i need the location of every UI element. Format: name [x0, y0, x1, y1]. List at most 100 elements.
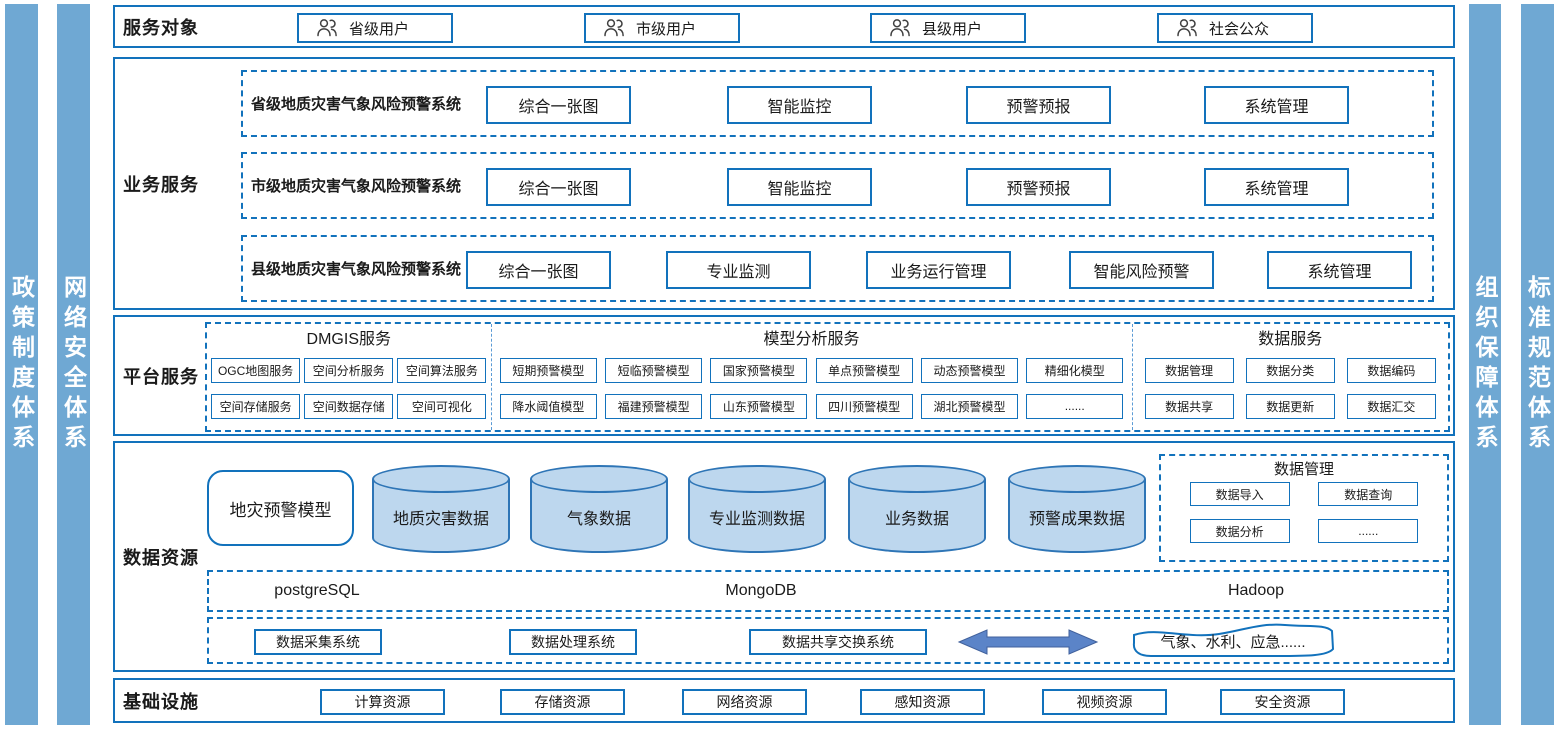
platform-item: 降水阈值模型	[499, 393, 597, 419]
sidebar-policy-system: 政策制度体系	[5, 4, 38, 725]
user-label: 县级用户	[922, 20, 983, 38]
group-title: 模型分析服务	[763, 331, 860, 348]
cylinder-top	[688, 465, 826, 493]
infrastructure-section: 基础设施 计算资源 存储资源 网络资源 感知资源 视频资源 安全资源	[113, 678, 1455, 723]
infra-item: 存储资源	[500, 689, 625, 715]
platform-services-section: 平台服务 DMGIS服务 OGC地图服务 空间分析服务 空间算法服务 空间存储服…	[113, 315, 1455, 436]
infra-item: 安全资源	[1220, 689, 1345, 715]
data-management-box: 数据管理 数据导入 数据查询 数据分析 ......	[1159, 454, 1449, 562]
business-item: 系统管理	[1204, 86, 1349, 124]
user-box-province: 省级用户	[297, 13, 453, 43]
disaster-warning-model-box: 地灾预警模型	[207, 470, 354, 546]
sidebar-label: 政策制度体系	[8, 274, 35, 455]
db-name-hadoop: Hadoop	[1227, 582, 1285, 599]
cylinder-label: 气象数据	[566, 511, 631, 528]
infra-item: 网络资源	[682, 689, 807, 715]
platform-item: ......	[1026, 393, 1124, 419]
business-row-county: 县级地质灾害气象风险预警系统 综合一张图 专业监测 业务运行管理 智能风险预警 …	[241, 235, 1434, 302]
platform-item: 单点预警模型	[815, 358, 913, 384]
group-title: DMGIS服务	[306, 331, 391, 348]
business-item: 智能监控	[727, 86, 872, 124]
system-box-collect: 数据采集系统	[254, 629, 382, 655]
platform-item: 数据管理	[1144, 358, 1234, 384]
user-label: 省级用户	[349, 20, 410, 38]
platform-item: 空间算法服务	[397, 358, 487, 384]
business-item: 综合一张图	[486, 86, 631, 124]
business-item: 预警预报	[966, 86, 1111, 124]
cylinder-top	[530, 465, 668, 493]
infra-item: 计算资源	[320, 689, 445, 715]
section-title: 基础设施	[123, 691, 199, 712]
db-name-mongodb: MongoDB	[725, 582, 797, 599]
group-title: 数据服务	[1258, 331, 1323, 348]
exchange-layer-box: 数据采集系统 数据处理系统 数据共享交换系统 气象、水利、应急......	[207, 617, 1449, 664]
platform-item: 四川预警模型	[815, 393, 913, 419]
business-item: 综合一张图	[486, 168, 631, 206]
platform-item: 数据更新	[1245, 393, 1335, 419]
business-item: 智能监控	[727, 168, 872, 206]
database-layer-box: postgreSQL MongoDB Hadoop	[207, 570, 1449, 612]
platform-item: 空间存储服务	[211, 393, 301, 419]
database-cylinder: 地质灾害数据	[372, 465, 510, 553]
platform-item: 数据编码	[1346, 358, 1436, 384]
user-box-county: 县级用户	[870, 13, 1026, 43]
platform-item: 短临预警模型	[605, 358, 703, 384]
data-management-item: 数据导入	[1189, 482, 1290, 506]
user-box-public: 社会公众	[1157, 13, 1313, 43]
data-management-item: ......	[1318, 519, 1419, 543]
infra-item: 感知资源	[860, 689, 985, 715]
service-targets-section: 服务对象 省级用户 市级用户 县级用户 社会公众	[113, 5, 1455, 48]
double-arrow-icon	[957, 629, 1099, 655]
db-name-postgresql: postgreSQL	[274, 582, 360, 599]
platform-item: 空间分析服务	[304, 358, 394, 384]
sidebar-network-security: 网络安全体系	[57, 4, 90, 725]
cylinder-label: 地质灾害数据	[392, 511, 489, 528]
user-label: 社会公众	[1209, 20, 1270, 38]
business-item: 系统管理	[1267, 251, 1412, 289]
business-item: 智能风险预警	[1069, 251, 1214, 289]
system-title: 省级地质灾害气象风险预警系统	[251, 96, 462, 113]
sidebar-label: 标准规范体系	[1524, 274, 1551, 455]
platform-group-model-analysis: 模型分析服务 短期预警模型 短临预警模型 国家预警模型 单点预警模型 动态预警模…	[492, 324, 1133, 430]
database-cylinder: 业务数据	[848, 465, 986, 553]
platform-item: 湖北预警模型	[920, 393, 1018, 419]
platform-item: 短期预警模型	[499, 358, 597, 384]
business-services-section: 业务服务 省级地质灾害气象风险预警系统 综合一张图 智能监控 预警预报 系统管理…	[113, 57, 1455, 310]
platform-group-data-service: 数据服务 数据管理 数据分类 数据编码 数据共享 数据更新 数据汇交	[1133, 324, 1448, 430]
platform-groups: DMGIS服务 OGC地图服务 空间分析服务 空间算法服务 空间存储服务 空间数…	[205, 322, 1450, 432]
database-cylinder: 预警成果数据	[1008, 465, 1146, 553]
database-cylinder: 专业监测数据	[688, 465, 826, 553]
users-icon	[890, 19, 910, 37]
sidebar-organization-guarantee: 组织保障体系	[1469, 4, 1501, 725]
cylinder-top	[372, 465, 510, 493]
database-cylinder: 气象数据	[530, 465, 668, 553]
system-title: 县级地质灾害气象风险预警系统	[251, 261, 462, 278]
platform-item: 国家预警模型	[710, 358, 808, 384]
sidebar-label: 组织保障体系	[1472, 274, 1498, 455]
section-title: 数据资源	[123, 547, 199, 568]
business-item: 预警预报	[966, 168, 1111, 206]
platform-item: 数据分类	[1245, 358, 1335, 384]
platform-item: 空间数据存储	[304, 393, 394, 419]
platform-item: 山东预警模型	[710, 393, 808, 419]
data-resources-section: 数据资源 地灾预警模型 地质灾害数据 气象数据 专业监测数据 业务数据 预警成果…	[113, 441, 1455, 672]
section-title: 服务对象	[123, 17, 199, 38]
business-item: 系统管理	[1204, 168, 1349, 206]
business-row-city: 市级地质灾害气象风险预警系统 综合一张图 智能监控 预警预报 系统管理	[241, 152, 1434, 219]
system-box-process: 数据处理系统	[509, 629, 637, 655]
platform-item: 数据汇交	[1346, 393, 1436, 419]
sidebar-label: 网络安全体系	[60, 274, 87, 455]
platform-item: 动态预警模型	[920, 358, 1018, 384]
users-icon	[1177, 19, 1197, 37]
platform-item: 空间可视化	[397, 393, 487, 419]
cylinder-label: 专业监测数据	[708, 511, 805, 528]
cylinder-top	[1008, 465, 1146, 493]
business-row-province: 省级地质灾害气象风险预警系统 综合一张图 智能监控 预警预报 系统管理	[241, 70, 1434, 137]
user-label: 市级用户	[636, 20, 697, 38]
external-sources-label: 气象、水利、应急......	[1160, 634, 1306, 651]
platform-group-dmgis: DMGIS服务 OGC地图服务 空间分析服务 空间算法服务 空间存储服务 空间数…	[207, 324, 492, 430]
platform-item: 数据共享	[1144, 393, 1234, 419]
infra-item: 视频资源	[1042, 689, 1167, 715]
users-icon	[604, 19, 624, 37]
cylinder-label: 预警成果数据	[1028, 511, 1125, 528]
